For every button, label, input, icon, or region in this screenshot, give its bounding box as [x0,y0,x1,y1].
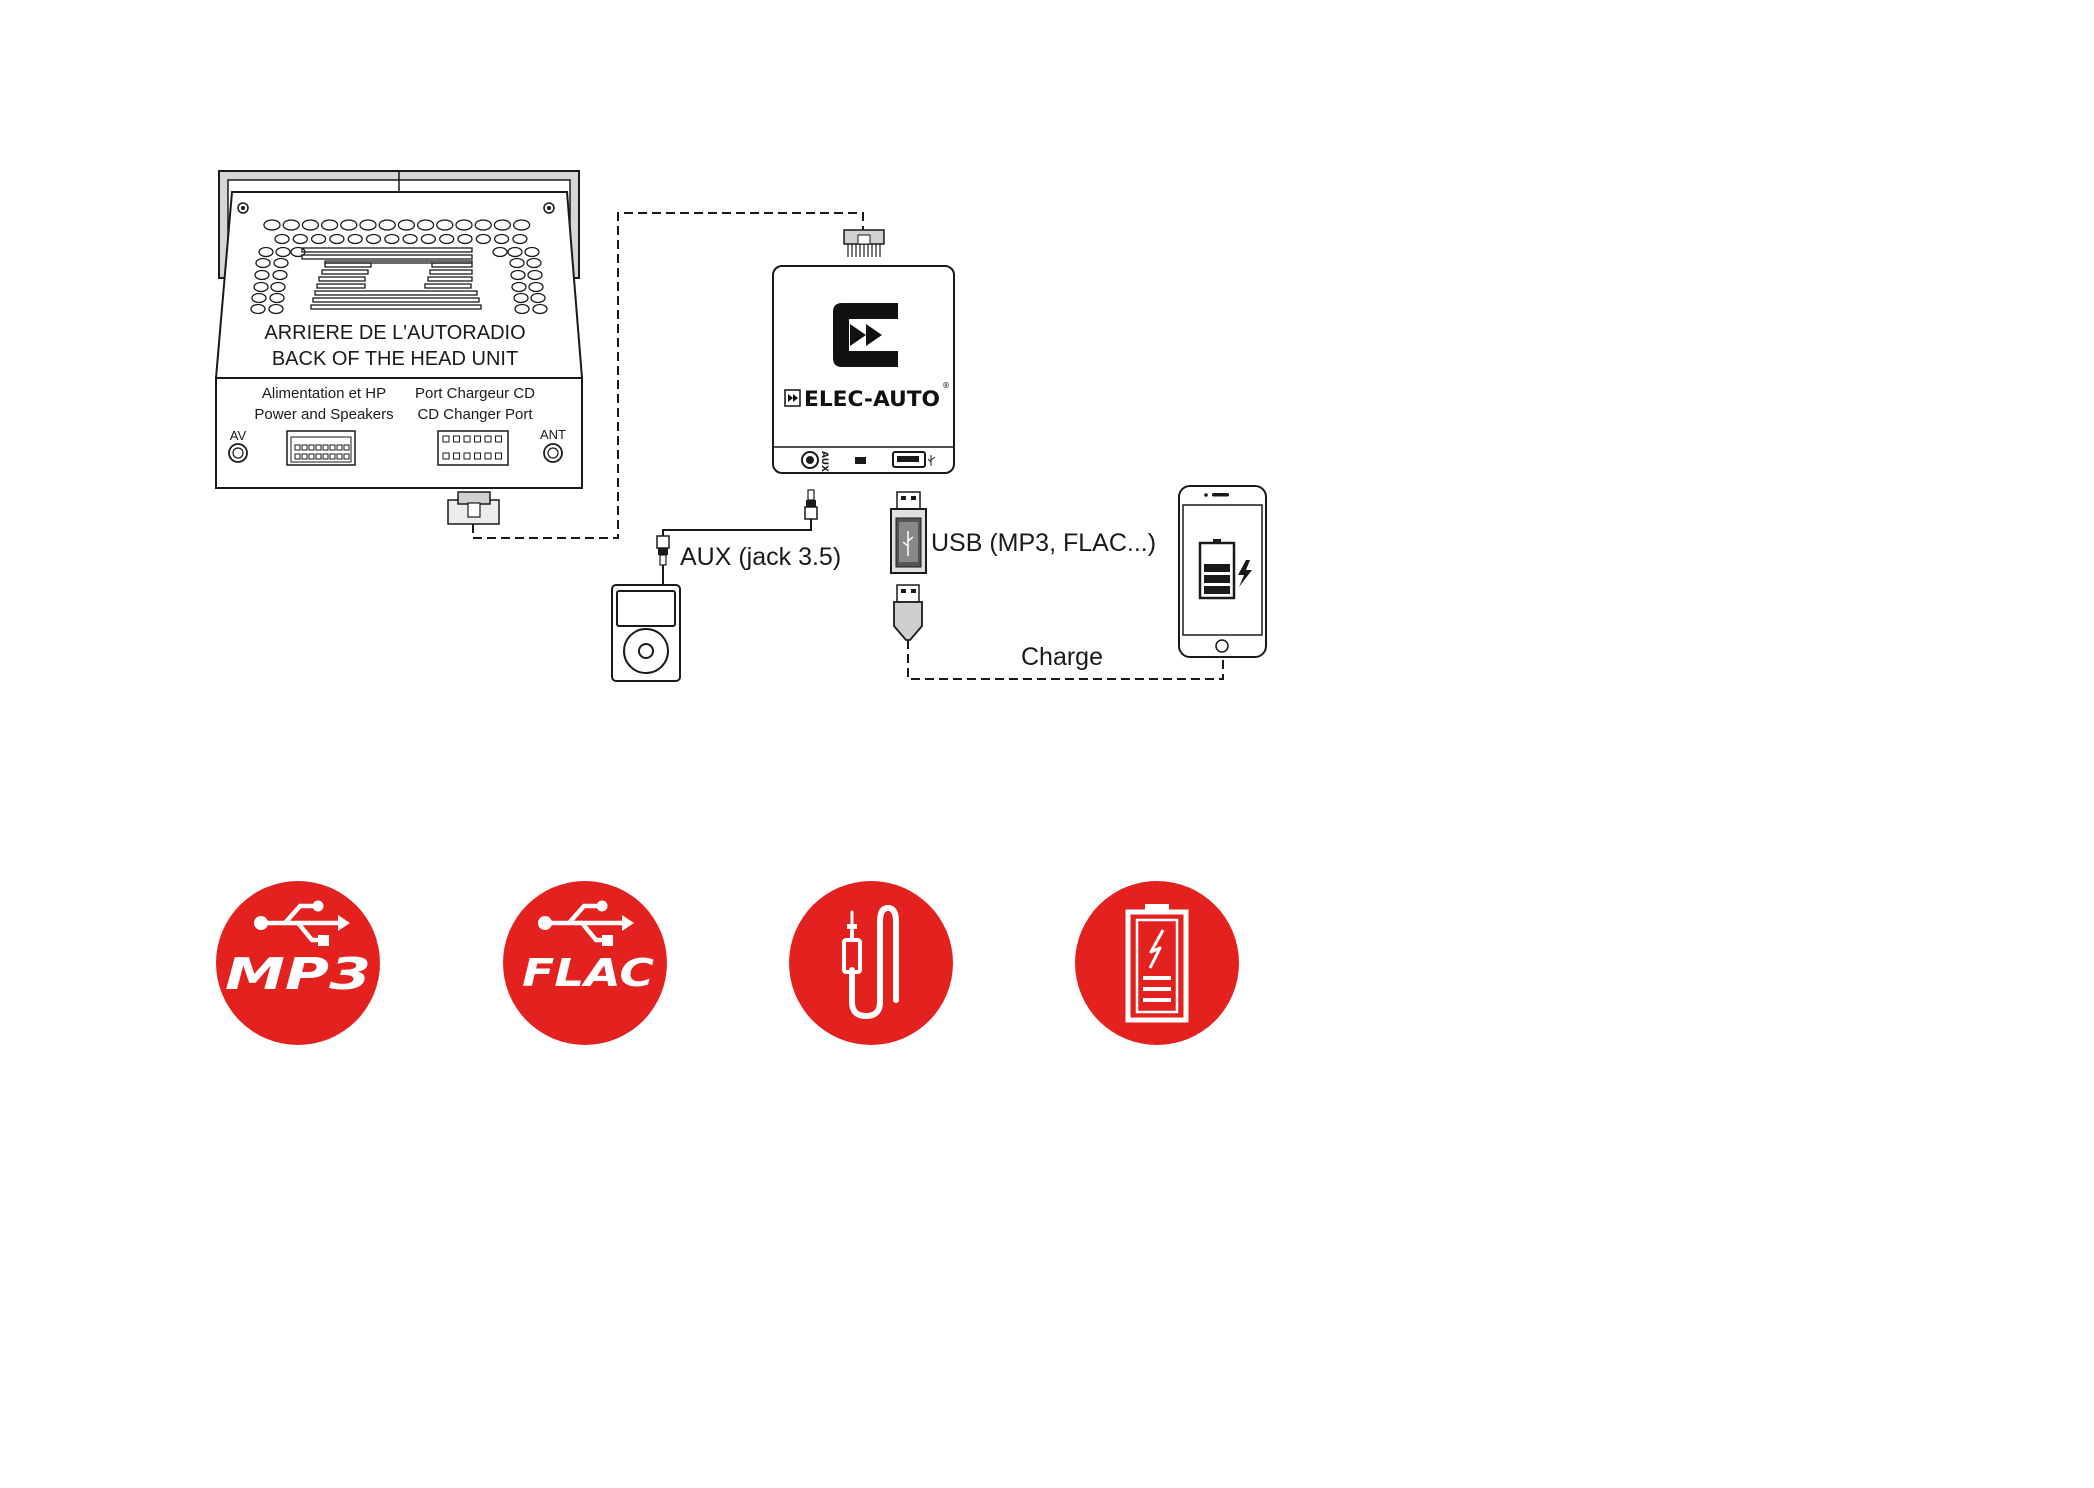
power-connector [286,430,356,466]
module-connector [843,229,885,257]
usb-port-icon [927,455,936,466]
av-label: AV [230,428,247,443]
aux-jack-top [804,489,818,520]
ant-socket [543,443,563,463]
phone-battery-icon [1198,539,1252,600]
battery-charge-icon [1125,904,1189,1023]
usb-stick-icon [902,531,914,556]
elec-auto-module: ELEC-AUTO ® AUX [772,229,955,474]
charge-label: Charge [1021,643,1103,671]
aux-label: AUX (jack 3.5) [680,543,841,571]
usb-flac-icon [544,903,625,943]
usb-mp3-icon [260,903,341,943]
usb-label: USB (MP3, FLAC...) [931,529,1156,557]
head-unit: ARRIERE DE L'AUTORADIO BACK OF THE HEAD … [214,170,584,525]
charge-cable-plug [893,584,923,641]
brand-name: ELEC-AUTO [804,387,940,411]
smartphone-icon [1178,485,1267,658]
feature-icon-mp3: MP3 [216,881,380,1045]
head-unit-title-fr: ARRIERE DE L'AUTORADIO [264,322,525,344]
feature-icon-battery [1075,881,1239,1045]
aux-cable-icon [842,904,899,1020]
flac-text: FLAC [522,951,654,995]
dashed-cables [472,212,1224,680]
feature-icon-flac: FLAC [503,881,667,1045]
mp3-text: MP3 [225,949,371,1000]
cd-label-en: CD Changer Port [417,406,533,423]
aux-port-label: AUX [819,451,829,472]
ant-label: ANT [540,427,566,442]
elec-auto-logo [833,303,898,367]
wiring-diagram: ARRIERE DE L'AUTORADIO BACK OF THE HEAD … [214,170,1267,1045]
ventilation-bars [301,247,482,310]
aux-cable [662,518,812,546]
feature-icon-aux [789,881,953,1045]
aux-jack-bottom [656,535,670,585]
cd-label-fr: Port Chargeur CD [415,385,535,402]
usb-stick [890,491,927,574]
power-label-en: Power and Speakers [254,406,393,423]
status-led [855,457,866,464]
cd-plug [447,491,500,525]
cd-changer-connector [437,430,509,466]
registered-mark: ® [942,381,950,390]
av-socket [228,443,248,463]
power-label-fr: Alimentation et HP [262,385,386,402]
head-unit-title-en: BACK OF THE HEAD UNIT [272,348,518,370]
ventilation-holes [250,219,548,315]
brand-mini-icon [784,389,801,407]
mp3-player-icon [611,584,681,682]
